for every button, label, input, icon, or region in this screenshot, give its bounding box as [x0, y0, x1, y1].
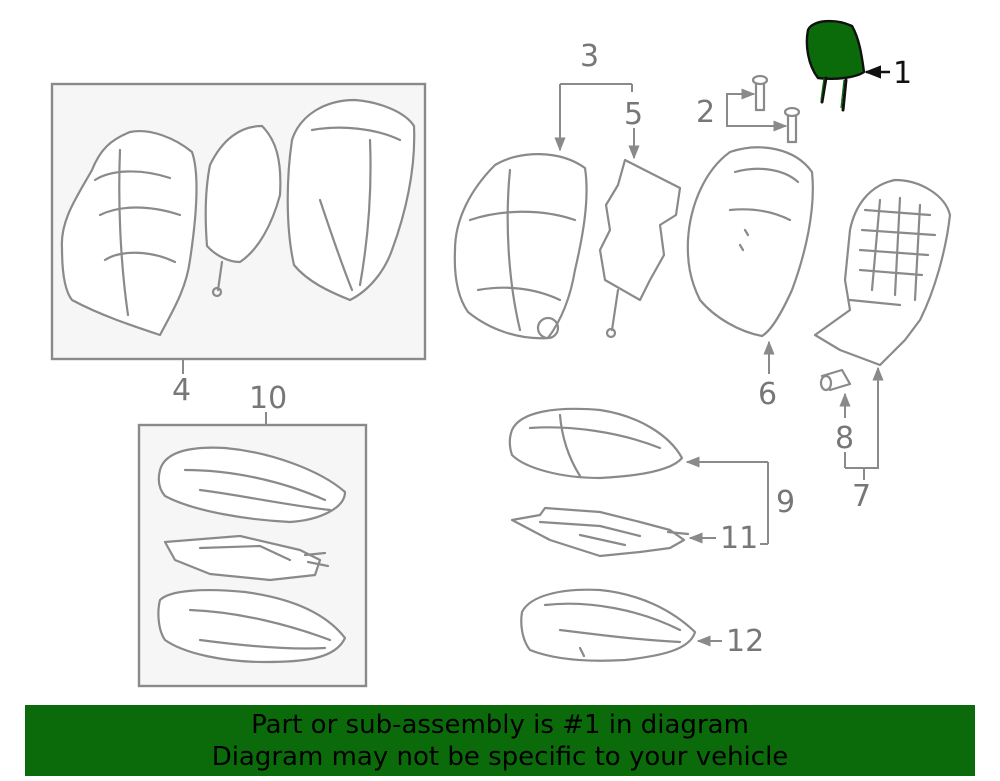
- part-1-headrest[interactable]: [805, 19, 866, 112]
- callout-6: 6: [758, 377, 777, 412]
- banner-line-2: Diagram may not be specific to your vehi…: [211, 741, 789, 772]
- part-5-seatback-heater: [598, 158, 682, 302]
- seat-parts-diagram: 4 10 3 5 2 6 7: [50, 19, 952, 688]
- callout-9: 9: [776, 485, 795, 520]
- banner-line-1: Part or sub-assembly is #1 in diagram: [251, 709, 749, 740]
- part-2-pins: [751, 74, 801, 144]
- group-box-10: [137, 423, 368, 688]
- part-8-bushing: [819, 368, 852, 392]
- part-11-cushion-heater: [510, 506, 686, 558]
- callout-10: 10: [249, 381, 287, 416]
- callout-1: 1: [893, 56, 912, 91]
- callout-5: 5: [624, 97, 643, 132]
- part-3-seatback-cover: [453, 153, 588, 340]
- callout-8: 8: [835, 421, 854, 456]
- callout-4: 4: [172, 373, 191, 408]
- callout-2: 2: [696, 95, 715, 130]
- callout-7: 7: [852, 479, 871, 514]
- cushion-pad-drawing: [157, 588, 347, 664]
- info-banner: Part or sub-assembly is #1 in diagram Di…: [25, 705, 975, 776]
- part-6-seatback-pad: [686, 146, 814, 338]
- seatback-pad-drawing: [204, 124, 282, 264]
- part-9-cushion-cover: [508, 407, 684, 480]
- group-box-4: [50, 82, 427, 361]
- cushion-cover-drawing: [157, 446, 347, 524]
- part-12-cushion-pad: [520, 588, 697, 662]
- seatback-foam-drawing: [286, 98, 416, 302]
- callout-12: 12: [726, 624, 764, 659]
- callout-11: 11: [720, 521, 758, 556]
- seatback-cover-drawing: [60, 130, 198, 337]
- callout-3: 3: [580, 39, 599, 74]
